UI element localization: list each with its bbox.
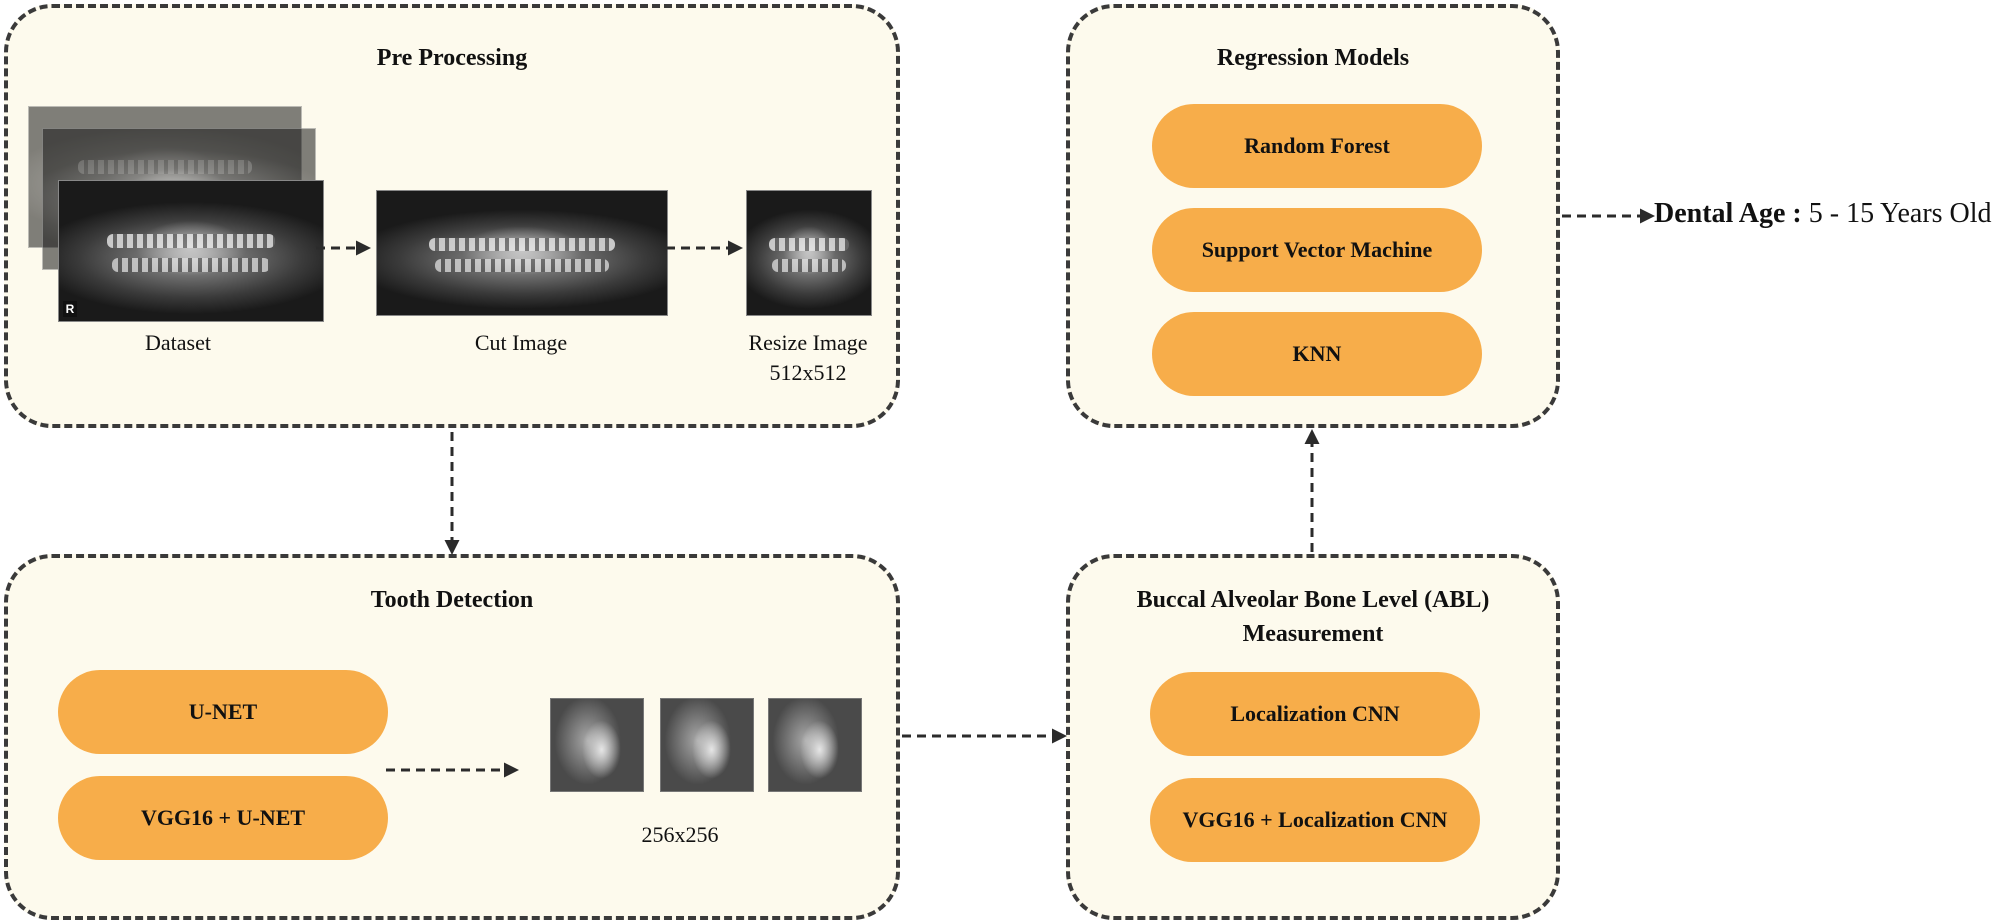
abl-title-line2: Measurement [1242,621,1384,647]
abl-panel: Buccal Alveolar Bone Level (ABL) Measure… [1066,554,1560,920]
tooth-detection-panel: Tooth Detection U-NET VGG16 + U-NET 256x… [4,554,900,920]
knn-pill: KNN [1152,312,1482,396]
preprocessing-title: Pre Processing [376,45,528,71]
dental-age-value: 5 - 15 Years Old [1808,198,1992,229]
resize-size-caption: 512x512 [769,360,847,385]
r-badge-icon: R [63,301,77,317]
tooth-crop-2 [660,698,754,792]
svm-pill: Support Vector Machine [1152,208,1482,292]
unet-pill: U-NET [58,670,388,754]
dental-age-output: Dental Age : 5 - 15 Years Old [1654,196,1992,232]
tooth-crop-1 [550,698,644,792]
regression-title: Regression Models [1216,45,1410,71]
dental-age-label: Dental Age : [1654,198,1802,229]
random-forest-pill: Random Forest [1152,104,1482,188]
regression-panel: Regression Models Random Forest Support … [1066,4,1560,428]
abl-title-line1: Buccal Alveolar Bone Level (ABL) [1136,587,1490,613]
resize-image [746,190,872,316]
dataset-caption: Dataset [145,330,211,355]
vgg16-localization-cnn-pill: VGG16 + Localization CNN [1150,778,1480,862]
cut-image-caption: Cut Image [474,330,568,355]
tooth-crop-3 [768,698,862,792]
dataset-xray-front: R [58,180,324,322]
tooth-detection-title: Tooth Detection [370,587,534,613]
vgg16-unet-pill: VGG16 + U-NET [58,776,388,860]
crop-size-caption: 256x256 [641,822,719,847]
localization-cnn-pill: Localization CNN [1150,672,1480,756]
cut-image [376,190,668,316]
resize-image-caption: Resize Image [748,330,868,355]
preprocessing-panel: Pre Processing R Dataset Cut Image Resiz… [4,4,900,428]
